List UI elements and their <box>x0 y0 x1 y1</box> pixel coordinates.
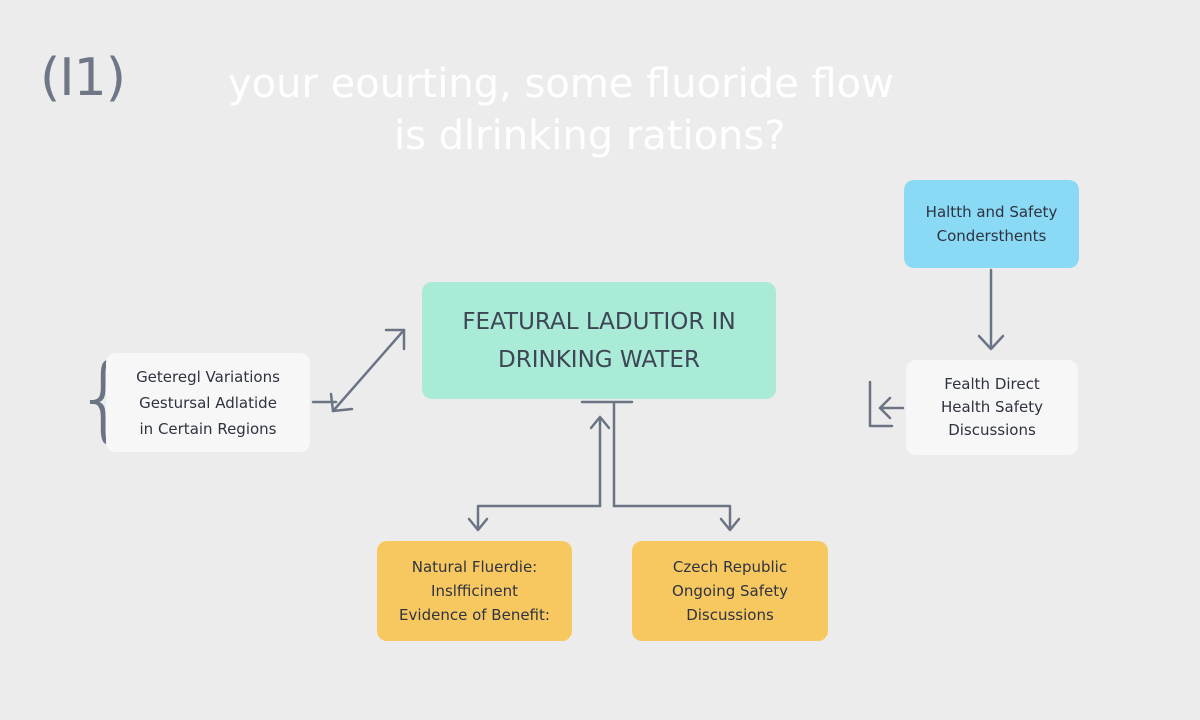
arrow-topright-to-right <box>977 268 1005 351</box>
diagonal-arrow-left-center <box>329 328 406 413</box>
node-health-direct-discussions-line-1: Fealth Direct <box>944 375 1040 393</box>
node-czech-republic-line-3: Discussions <box>686 606 774 624</box>
node-central-topic-line-2: DRINKING WATER <box>498 346 700 373</box>
node-regional-variations-line-1: Geteregl Variations <box>136 367 280 386</box>
slide-number-badge: (I1) <box>40 48 126 108</box>
node-czech-republic-line-1: Czech Republic <box>672 558 788 576</box>
title-line-2: is dlrinking rations? <box>394 113 786 159</box>
node-natural-fluoride[interactable]: Natural Fluerdie: Inslfficinent Evidence… <box>377 541 572 641</box>
node-regional-variations[interactable]: Geteregl Variations Gestursal Adlatide i… <box>106 353 310 452</box>
arrow-into-right-box <box>868 380 905 428</box>
title-line-1: your eourting, some fluoride flow <box>228 61 894 107</box>
node-natural-fluoride-line-1: Natural Fluerdie: <box>411 558 538 576</box>
node-health-safety-considerations[interactable]: Haltth and Safety Condersthents <box>904 180 1079 268</box>
node-central-topic-line-1: FEATURAL LADUTIOR IN <box>462 308 736 335</box>
node-natural-fluoride-line-3: Evidence of Benefit: <box>399 606 550 624</box>
node-health-safety-considerations-line-1: Haltth and Safety <box>925 203 1058 221</box>
arrow-bottomleft-to-center <box>467 415 611 532</box>
node-central-topic[interactable]: FEATURAL LADUTIOR IN DRINKING WATER <box>422 282 776 399</box>
node-health-direct-discussions-line-3: Discussions <box>948 421 1036 439</box>
node-health-direct-discussions-line-2: Health Safety <box>940 398 1043 416</box>
node-czech-republic[interactable]: Czech Republic Ongoing Safety Discussion… <box>632 541 828 641</box>
node-natural-fluoride-line-2: Inslfficinent <box>431 582 518 600</box>
arrow-center-to-bottomright <box>612 402 741 532</box>
diagram-title: your eourting, some fluoride flow is dlr… <box>200 58 980 162</box>
node-regional-variations-line-2: Gestursal Adlatide <box>139 393 277 412</box>
node-czech-republic-line-2: Ongoing Safety <box>672 582 788 600</box>
node-health-direct-discussions[interactable]: Fealth Direct Health Safety Discussions <box>906 360 1078 455</box>
node-regional-variations-line-3: in Certain Regions <box>139 419 277 438</box>
node-health-safety-considerations-line-2: Condersthents <box>936 227 1047 245</box>
